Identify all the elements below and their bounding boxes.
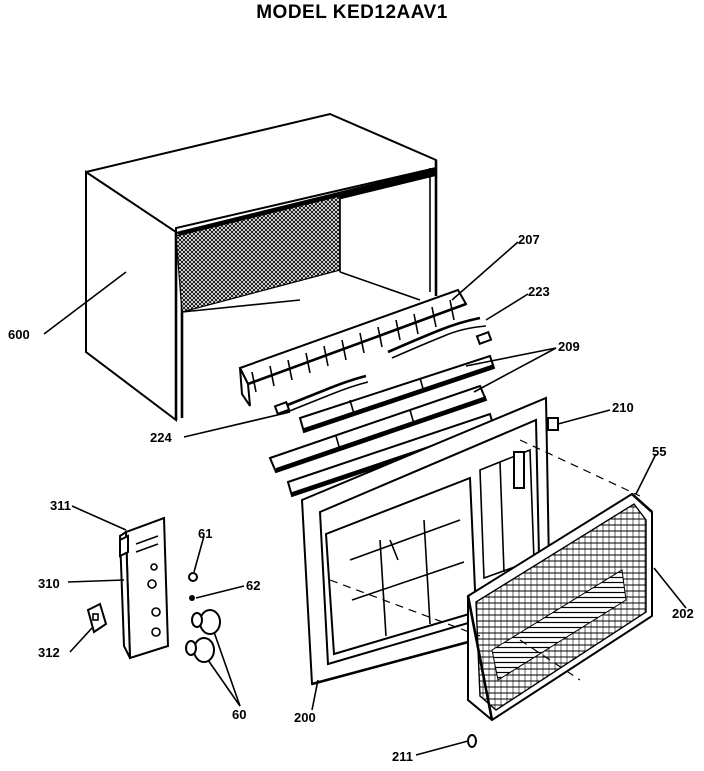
drain-plug	[467, 734, 477, 748]
label-207: 207	[518, 232, 540, 247]
louver-bar	[238, 288, 468, 407]
label-210: 210	[612, 400, 634, 415]
switch-block	[86, 602, 108, 634]
control-knob-upper	[191, 609, 221, 635]
linkage-rod-lower	[273, 374, 369, 416]
label-55: 55	[652, 444, 666, 459]
model-title: MODEL KED12AAV1	[256, 2, 448, 23]
cabinet	[85, 112, 438, 423]
label-209: 209	[558, 339, 580, 354]
front-grille	[466, 492, 653, 722]
linkage-rod-upper	[387, 316, 493, 359]
frame-clip	[547, 417, 559, 431]
screw	[188, 572, 198, 601]
control-knob-lower	[185, 637, 215, 663]
filter-lower	[268, 384, 496, 498]
label-224: 224	[150, 430, 172, 445]
label-62: 62	[246, 578, 260, 593]
label-600: 600	[8, 327, 30, 342]
label-311: 311	[50, 498, 71, 513]
leader-lines	[43, 241, 687, 756]
label-60: 60	[232, 707, 246, 722]
label-211: 211	[392, 749, 413, 764]
filter-upper	[298, 354, 496, 434]
label-312: 312	[38, 645, 60, 660]
label-200: 200	[294, 710, 316, 725]
label-202: 202	[672, 606, 694, 621]
label-223: 223	[528, 284, 550, 299]
label-61: 61	[198, 526, 212, 541]
label-310: 310	[38, 576, 60, 591]
control-panel	[118, 516, 170, 660]
